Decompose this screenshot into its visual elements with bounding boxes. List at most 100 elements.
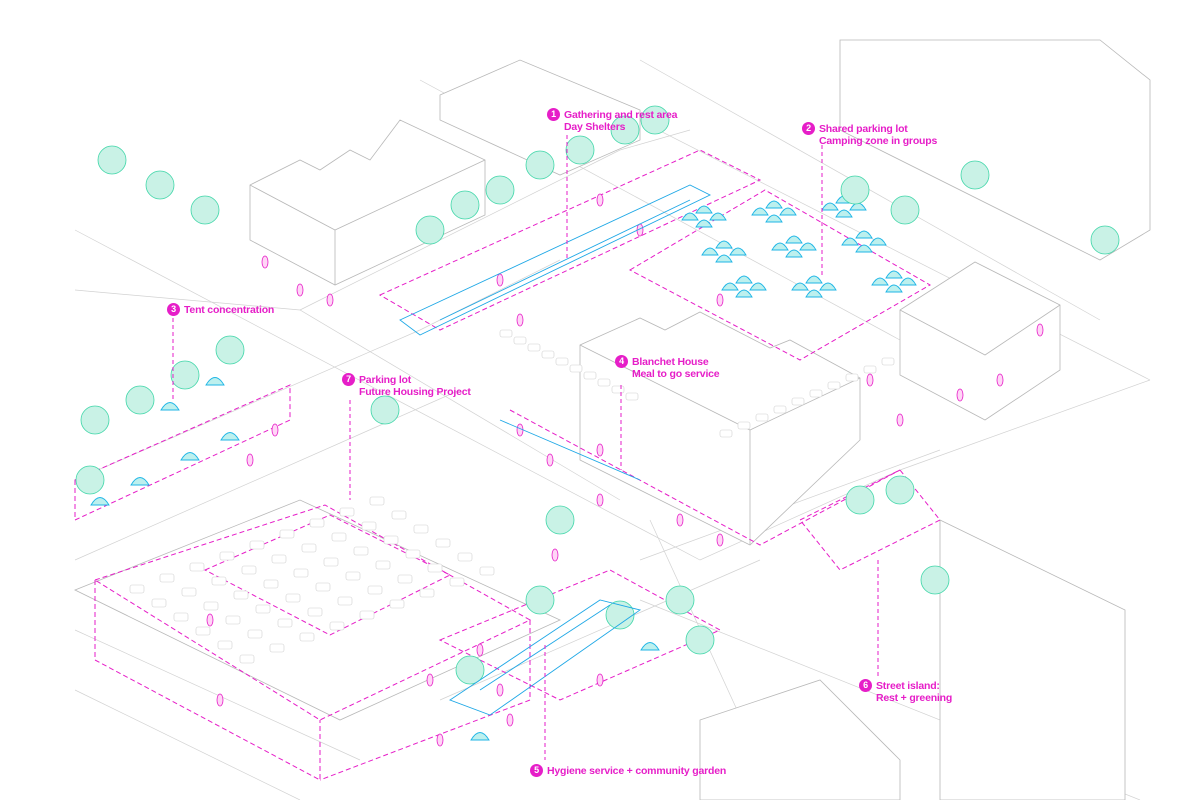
parked-car xyxy=(809,389,823,398)
person-icon xyxy=(516,423,524,437)
person-icon xyxy=(261,255,269,269)
callout-subtitle: Future Housing Project xyxy=(359,386,471,398)
parked-car xyxy=(583,371,597,380)
person-icon xyxy=(676,513,684,527)
tree-icon xyxy=(665,585,695,615)
tree-icon xyxy=(1090,225,1120,255)
parked-car xyxy=(863,365,877,374)
person-icon xyxy=(596,673,604,687)
person-icon xyxy=(716,533,724,547)
tent-icon xyxy=(855,244,873,253)
tree-icon xyxy=(450,190,480,220)
tree-icon xyxy=(125,385,155,415)
tent-icon xyxy=(805,289,823,298)
parked-car xyxy=(307,607,323,617)
tent-icon xyxy=(90,497,110,506)
parked-car xyxy=(241,565,257,575)
callout-number-badge: 3 xyxy=(167,303,180,316)
person-icon xyxy=(716,293,724,307)
parked-car xyxy=(555,357,569,366)
callout-subtitle: Day Shelters xyxy=(564,121,626,133)
tent-icon xyxy=(715,254,733,263)
person-icon xyxy=(516,313,524,327)
tree-icon xyxy=(640,105,670,135)
callout-number-badge: 5 xyxy=(530,764,543,777)
parked-car xyxy=(339,507,355,517)
tree-icon xyxy=(605,600,635,630)
tree-icon xyxy=(97,145,127,175)
callout-title: Shared parking lot xyxy=(819,123,908,135)
parked-car xyxy=(337,596,353,606)
person-icon xyxy=(596,193,604,207)
tree-icon xyxy=(565,135,595,165)
tree-icon xyxy=(960,160,990,190)
tent-icon xyxy=(701,247,719,256)
parked-car xyxy=(383,535,399,545)
parked-car xyxy=(315,582,331,592)
parked-car xyxy=(263,579,279,589)
person-icon xyxy=(896,413,904,427)
parked-car xyxy=(499,329,513,338)
tent-icon xyxy=(130,477,150,486)
callout-tent-concentration: 3 Tent concentration xyxy=(167,303,274,316)
parked-car xyxy=(367,585,383,595)
buildings xyxy=(249,39,1151,800)
parked-car xyxy=(361,521,377,531)
parked-car xyxy=(405,549,421,559)
parked-car xyxy=(353,546,369,556)
parked-car xyxy=(173,612,189,622)
tent-icon xyxy=(721,282,739,291)
parked-car xyxy=(331,532,347,542)
callout-subtitle: Camping zone in groups xyxy=(819,135,938,147)
tent-icon xyxy=(180,452,200,461)
tent-icon xyxy=(869,237,887,246)
tent-icon xyxy=(821,202,839,211)
parked-car xyxy=(375,560,391,570)
person-icon xyxy=(551,548,559,562)
parked-car xyxy=(611,385,625,394)
parked-car xyxy=(397,574,413,584)
tent-icon xyxy=(805,275,823,284)
parked-car xyxy=(255,604,271,614)
tree-icon xyxy=(840,175,870,205)
person-icon xyxy=(596,443,604,457)
person-icon xyxy=(326,293,334,307)
tent-icon xyxy=(779,207,797,216)
tree-icon xyxy=(485,175,515,205)
tent-clusters xyxy=(90,195,917,741)
parked-car xyxy=(773,405,787,414)
parked-car xyxy=(323,557,339,567)
parked-car xyxy=(299,632,315,642)
person-icon xyxy=(956,388,964,402)
parked-car xyxy=(389,599,405,609)
parked-car xyxy=(211,576,227,586)
tent-icon xyxy=(749,282,767,291)
callout-number-badge: 2 xyxy=(802,122,815,135)
parked-car xyxy=(413,524,429,534)
parked-car xyxy=(285,593,301,603)
tent-icon xyxy=(715,240,733,249)
tent-icon xyxy=(791,282,809,291)
person-icon xyxy=(436,733,444,747)
parked-car xyxy=(479,566,495,576)
parked-car xyxy=(435,538,451,548)
tent-icon xyxy=(765,200,783,209)
people xyxy=(206,193,1044,747)
parked-car xyxy=(233,590,249,600)
tent-icon xyxy=(871,277,889,286)
parked-car xyxy=(881,357,895,366)
callout-title: Street island: xyxy=(876,680,940,692)
parked-car xyxy=(449,577,465,587)
tree-icon xyxy=(170,360,200,390)
tent-icon xyxy=(729,247,747,256)
tree-icon xyxy=(845,485,875,515)
parked-car xyxy=(329,621,345,631)
parked-car xyxy=(359,610,375,620)
parked-car xyxy=(527,343,541,352)
tree-icon xyxy=(75,465,105,495)
tent-icon xyxy=(751,207,769,216)
tent-icon xyxy=(735,289,753,298)
tent-icon xyxy=(695,219,713,228)
parked-car xyxy=(427,563,443,573)
tent-icon xyxy=(735,275,753,284)
